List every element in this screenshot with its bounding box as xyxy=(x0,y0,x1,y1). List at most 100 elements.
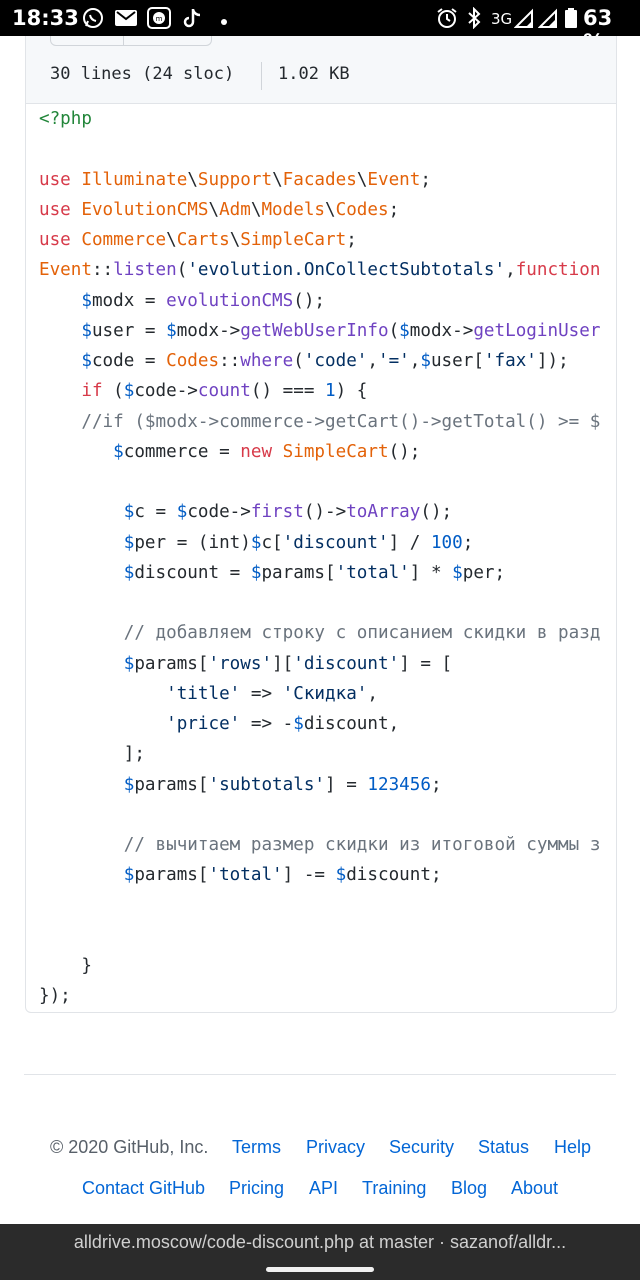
code-line: // добавляем строку с описанием скидки в… xyxy=(39,618,601,648)
code-token: => - xyxy=(240,714,294,734)
code-token: params[ xyxy=(134,774,209,795)
code-token: Models xyxy=(261,199,326,220)
footer-link-help[interactable]: Help xyxy=(554,1137,592,1157)
code-token: }); xyxy=(39,986,71,1007)
code-token: \ xyxy=(356,169,368,190)
page-title[interactable]: alldrive.moscow/code-discount.php at mas… xyxy=(73,1232,567,1252)
code-token: ; xyxy=(430,774,442,795)
code-token: $ xyxy=(81,290,92,311)
code-line: $discount = $params['total'] * $per; xyxy=(39,558,505,588)
code-token: ] = [ xyxy=(399,653,453,674)
network-type: 3G xyxy=(491,10,513,28)
code-line: $c = $code->first()->toArray(); xyxy=(39,497,452,527)
code-token: Support xyxy=(197,169,273,190)
alarm-icon xyxy=(436,7,458,34)
battery-icon xyxy=(564,7,578,34)
code-token: function xyxy=(515,260,601,281)
code-token: toArray xyxy=(346,502,421,523)
code-token xyxy=(39,654,124,674)
code-token: , xyxy=(367,351,378,371)
code-token: ]; xyxy=(39,744,145,765)
footer-link-api[interactable]: API xyxy=(309,1178,339,1198)
code-token: ]); xyxy=(536,351,569,371)
code-token: ] = xyxy=(325,774,368,795)
code-line: $code = Codes::where('code','=',$user['f… xyxy=(39,346,569,376)
footer-link-terms[interactable]: Terms xyxy=(232,1137,281,1157)
code-token: 'Скидка' xyxy=(282,683,368,704)
code-token: $ xyxy=(176,502,188,523)
tiktok-icon xyxy=(181,7,203,34)
code-token: 'total' xyxy=(208,865,283,886)
code-token xyxy=(71,170,82,190)
footer-link-training[interactable]: Training xyxy=(362,1178,427,1198)
code-token: code-> xyxy=(187,502,251,523)
signal-icon xyxy=(537,7,558,34)
code-token: use xyxy=(39,230,71,250)
code-token: params[ xyxy=(134,653,209,674)
code-token: => xyxy=(240,683,283,704)
code-line: if ($code->count() === 1) { xyxy=(39,376,367,406)
code-token: SimpleCart xyxy=(240,230,347,250)
code-token: Event xyxy=(367,169,421,190)
code-token xyxy=(39,321,81,341)
footer-link-contact-github[interactable]: Contact GitHub xyxy=(82,1178,206,1198)
home-gesture-bar[interactable] xyxy=(266,1267,374,1272)
code-token: //if ($modx->commerce->getCart()->getTot… xyxy=(81,411,601,432)
code-token: \ xyxy=(250,199,262,220)
code-token: ; xyxy=(388,199,400,220)
code-token: ; xyxy=(420,169,431,190)
code-token xyxy=(39,714,166,734)
code-token: $ xyxy=(123,774,135,795)
code-token: $ xyxy=(420,351,431,371)
code-token: modx = xyxy=(91,290,167,311)
code-line: use Illuminate\Support\Facades\Event; xyxy=(39,165,431,195)
footer-link-status[interactable]: Status xyxy=(478,1137,530,1157)
code-token: , xyxy=(367,683,378,704)
code-token: $ xyxy=(293,714,304,734)
code-token: commerce = xyxy=(123,441,241,462)
code-token: 1 xyxy=(325,381,336,402)
code-token: $ xyxy=(113,441,124,462)
code-token: (); xyxy=(388,441,421,462)
code-token: ] -= xyxy=(282,865,336,886)
code-token: 123456 xyxy=(367,774,431,795)
code-token: 'fax' xyxy=(483,351,537,371)
footer-link-privacy[interactable]: Privacy xyxy=(306,1137,366,1157)
signal-icon xyxy=(513,7,534,34)
code-token: code-> xyxy=(134,381,198,402)
code-token: discount; xyxy=(346,865,442,886)
code-token: \ xyxy=(325,199,336,220)
code-token: where xyxy=(240,351,294,371)
code-token: c = xyxy=(134,502,177,523)
code-token: new xyxy=(240,441,273,462)
svg-text:m: m xyxy=(156,15,163,23)
code-token: $ xyxy=(166,320,177,341)
code-token: $ xyxy=(81,320,92,341)
file-actions-button-group[interactable] xyxy=(50,36,212,46)
footer-link-blog[interactable]: Blog xyxy=(451,1178,488,1198)
code-token xyxy=(71,230,82,250)
footer-link-security[interactable]: Security xyxy=(389,1137,455,1157)
code-line: } xyxy=(39,951,92,981)
file-size: 1.02 KB xyxy=(278,64,350,84)
m-app-icon: m xyxy=(147,7,171,34)
code-token xyxy=(39,775,124,795)
code-token: \ xyxy=(272,169,283,190)
browser-bottom-bar: alldrive.moscow/code-discount.php at mas… xyxy=(0,1224,640,1280)
code-token: per = (int) xyxy=(134,532,251,553)
code-token: getLoginUser xyxy=(473,320,601,341)
code-token xyxy=(39,442,113,462)
code-line: $per = (int)$c['discount'] / 100; xyxy=(39,528,474,558)
code-token: modx-> xyxy=(176,320,241,341)
code-line: <?php xyxy=(39,104,92,134)
code-token: ; xyxy=(346,230,357,250)
code-token: 'rows' xyxy=(208,653,273,674)
footer-link-pricing[interactable]: Pricing xyxy=(229,1178,285,1198)
code-token: listen xyxy=(113,260,177,281)
code-token: $ xyxy=(123,532,135,553)
code-token: user = xyxy=(91,320,167,341)
code-token: use xyxy=(39,169,71,190)
file-line-count: 30 lines (24 sloc) xyxy=(50,64,235,84)
footer-divider xyxy=(24,1074,616,1075)
footer-link-about[interactable]: About xyxy=(511,1178,559,1198)
